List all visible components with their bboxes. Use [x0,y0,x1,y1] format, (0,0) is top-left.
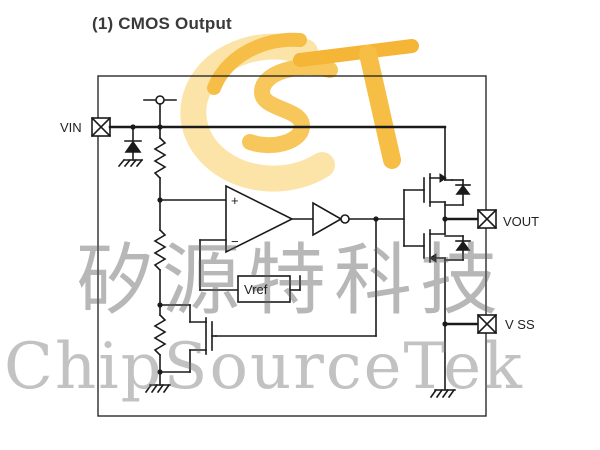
wire-junctions [130,124,448,375]
output-inverter [312,201,343,237]
vref-label: Vref [244,282,268,297]
divider-resistor-bottom [153,313,167,357]
comparator-plus-sign: + [231,193,239,208]
vss-pin-terminal [476,313,498,335]
nmos-body-diode [444,235,471,261]
divider-resistor-middle [153,228,167,272]
diagram-title: (1) CMOS Output [92,14,232,33]
vss-pin-label: V SS [505,317,535,332]
english-watermark: ChipSourceTek [4,330,524,404]
input-zener-diode [117,126,144,168]
vin-pin-label: VIN [60,120,82,135]
hysteresis-nmos [159,304,217,373]
cst-logo-watermark [180,32,419,192]
bias-node-terminal [143,95,177,128]
ic-package-outline [97,75,487,417]
output-pmos-transistor [423,173,447,220]
divider-resistor-top [153,136,167,180]
vout-pin-label: VOUT [503,214,540,229]
comparator [225,184,294,254]
vin-pin-terminal [90,116,112,138]
comparator-minus-sign: − [231,234,239,249]
vout-pin-terminal [476,208,498,230]
pmos-body-diode [444,179,471,206]
ground-right [429,388,456,399]
vref-block [237,275,291,303]
chinese-watermark: 矽源特科技 [76,236,507,326]
ground-left [144,383,171,394]
